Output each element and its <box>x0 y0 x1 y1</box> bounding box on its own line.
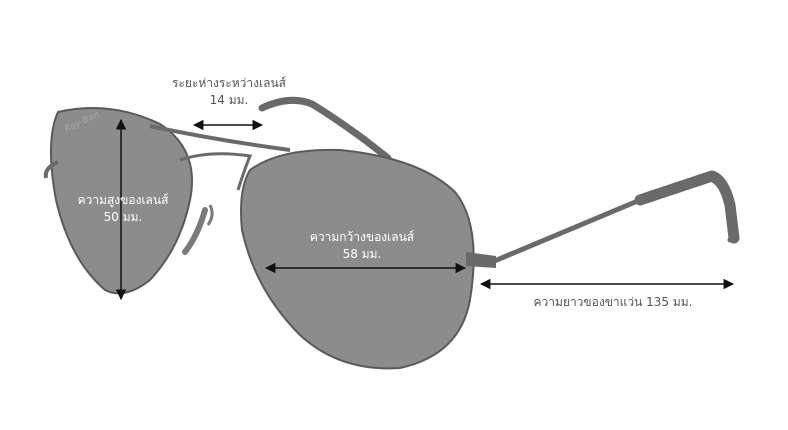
lens-width-value: 58 มม. <box>342 247 382 261</box>
hinge-block <box>466 252 496 268</box>
bridge-width-value: 14 มม. <box>209 93 249 107</box>
double-bridge <box>179 152 253 191</box>
left-hinge <box>43 160 59 179</box>
lens-width-label: ความกว้างของเลนส์ 58 มม. <box>300 229 424 263</box>
far-temple-arm <box>258 96 392 162</box>
lens-height-label: ความสูงของเลนส์ 50 มม. <box>68 192 178 226</box>
nose-pad-arm <box>206 204 214 226</box>
right-lens <box>240 148 475 370</box>
temple-length-label: ความยาวของขาแว่น 135 มม. <box>528 294 698 311</box>
bridge-width-label: ระยะห่างระหว่างเลนส์ 14 มม. <box>170 75 288 109</box>
temple-tip <box>634 170 740 244</box>
lens-width-title: ความกว้างของเลนส์ <box>309 230 415 244</box>
near-temple-arm <box>467 175 735 265</box>
bridge-width-title: ระยะห่างระหว่างเลนส์ <box>172 76 286 90</box>
lens-height-title: ความสูงของเลนส์ <box>77 193 169 207</box>
temple-length-text: ความยาวของขาแว่น 135 มม. <box>533 295 693 309</box>
top-bridge <box>149 124 291 152</box>
lens-height-value: 50 มม. <box>103 210 143 224</box>
nose-pad <box>182 207 208 255</box>
